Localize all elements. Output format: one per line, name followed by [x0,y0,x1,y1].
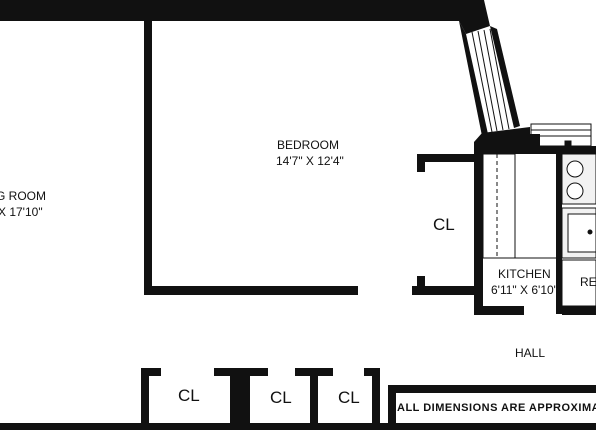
burner-icon [566,160,584,178]
refrigerator [561,259,596,307]
burner-icon [566,182,584,200]
kitchen-name: KITCHEN [498,267,551,281]
closet-label: CL [178,386,200,405]
closet-divider-2 [310,368,318,428]
living-room-name: G ROOM [0,189,46,203]
closet1-left-wall [141,368,149,428]
bedroom-name: BEDROOM [277,138,340,152]
kitchen-bottom-wall-right [562,306,596,315]
living-room-dims: X 17'10" [0,205,43,219]
kitchen-top-wall [474,127,540,154]
bedroom-left-wall [144,21,152,295]
bottom-right-wall-stub [388,385,396,430]
refrigerator-label: RE [580,275,596,289]
closet3-right-wall [372,368,380,428]
closet-bottom-stub [417,276,425,294]
bedroom-dims: 14'7" X 12'4" [276,154,344,168]
closet2-top-right [295,368,333,376]
kitchen-top-wall-right [530,146,596,154]
closet-label: CL [270,388,292,407]
closet-bottom-wall [412,286,480,295]
closet-divider-1 [230,368,250,428]
bay-wall-left [459,21,488,136]
closet-top-wall [417,154,479,162]
closet1-top-right [214,368,268,376]
stove [561,153,596,205]
hall-label: HALL [515,346,546,360]
kitchen-dims: 6'11" X 6'10" [491,283,558,297]
kitchen-bottom-wall-left [474,306,524,315]
kitchen-left-wall [474,142,483,314]
closet-top-stub [417,154,425,172]
bedroom-bottom-wall [144,286,358,295]
closet-label: CL [338,388,360,407]
kitchen-window [530,123,592,148]
bay-window [471,28,510,133]
sink [561,207,596,259]
bottom-wall-left [0,423,596,430]
closet-label: CL [433,215,455,234]
walls [0,0,596,430]
closet1-top-wall [141,368,161,376]
kitchen-counter [482,153,556,259]
kitchen-divider [556,146,562,314]
top-wall [0,0,490,34]
bay-wall-right [490,26,520,128]
dimensions-disclaimer: ALL DIMENSIONS ARE APPROXIMAT [397,402,596,414]
closet3-top-right [364,368,380,376]
bottom-right-wall-top [388,385,596,393]
